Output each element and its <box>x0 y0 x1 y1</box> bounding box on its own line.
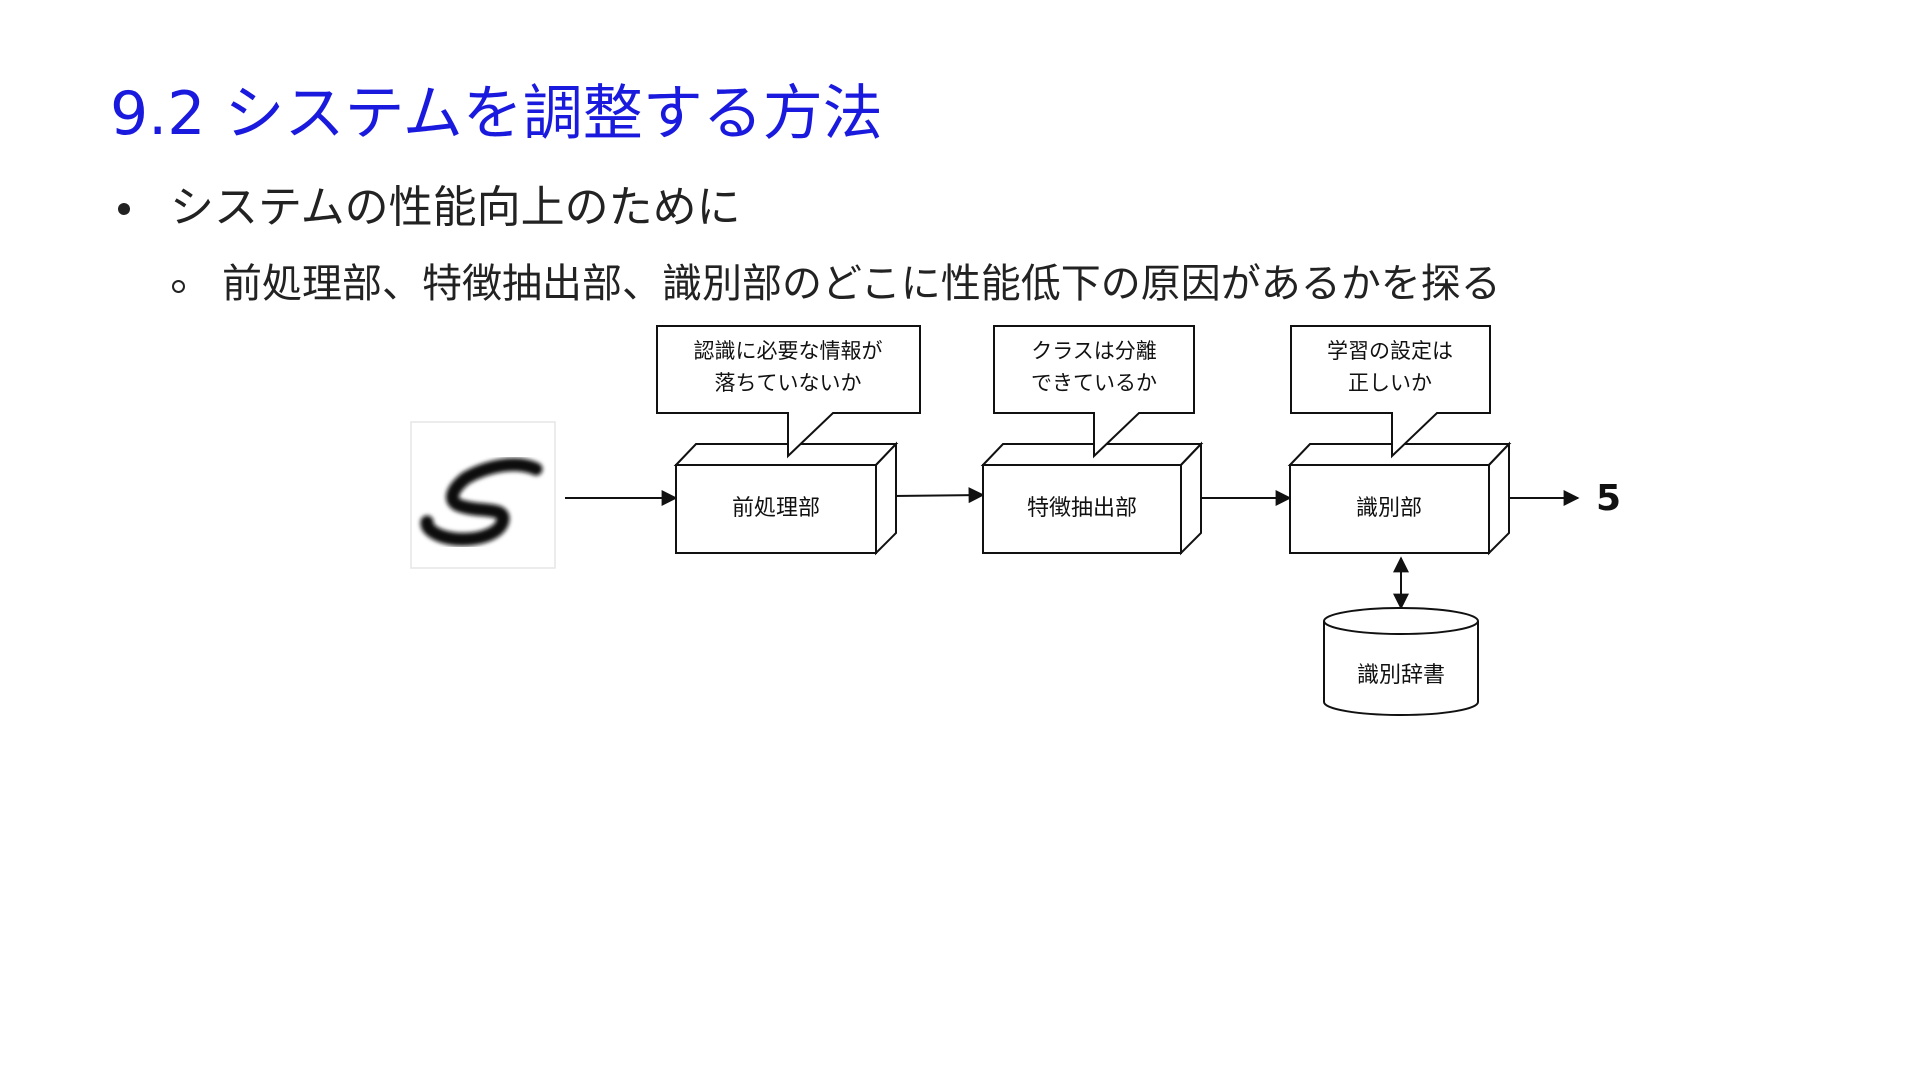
bullet-text: システムの性能向上のために <box>170 182 741 233</box>
classifier-callout-line2: 正しいか <box>1348 371 1432 395</box>
preprocess-callout-line1: 認識に必要な情報が <box>694 339 883 363</box>
slide-title: 9.2 システムを調整する方法 <box>110 79 883 149</box>
classifier-dictionary-database: 識別辞書 <box>1323 607 1479 716</box>
classifier-block-label: 識別部 <box>1356 496 1422 521</box>
output-digit: 5 <box>1596 478 1621 519</box>
handwritten-five-stroke <box>420 458 543 546</box>
feature-extraction-block-label: 特徴抽出部 <box>1027 496 1137 521</box>
database-label: 識別辞書 <box>1357 663 1445 688</box>
preprocess-block-label: 前処理部 <box>732 496 820 521</box>
preprocess-callout-line2: 落ちていないか <box>715 371 862 395</box>
sub-bullet-circle-icon <box>172 280 185 293</box>
classifier-block: 識別部 <box>1287 441 1512 556</box>
sub-bullet-text: 前処理部、特徴抽出部、識別部のどこに性能低下の原因があるかを探る <box>222 261 1501 307</box>
feature-callout-line1: クラスは分離 <box>1031 339 1157 363</box>
classifier-callout-line1: 学習の設定は <box>1327 339 1453 363</box>
input-digit-image <box>410 421 556 569</box>
feature-callout-line2: できているか <box>1031 371 1157 395</box>
preprocess-block: 前処理部 <box>673 441 899 556</box>
feature-extraction-block: 特徴抽出部 <box>980 441 1204 556</box>
feature-callout: クラスは分離 できているか <box>993 325 1195 459</box>
classifier-callout: 学習の設定は 正しいか <box>1290 325 1491 459</box>
preprocess-callout: 認識に必要な情報が 落ちていないか <box>656 325 921 459</box>
bullet-dot-icon <box>118 203 130 215</box>
arrow-preprocess-to-feature <box>892 487 985 504</box>
